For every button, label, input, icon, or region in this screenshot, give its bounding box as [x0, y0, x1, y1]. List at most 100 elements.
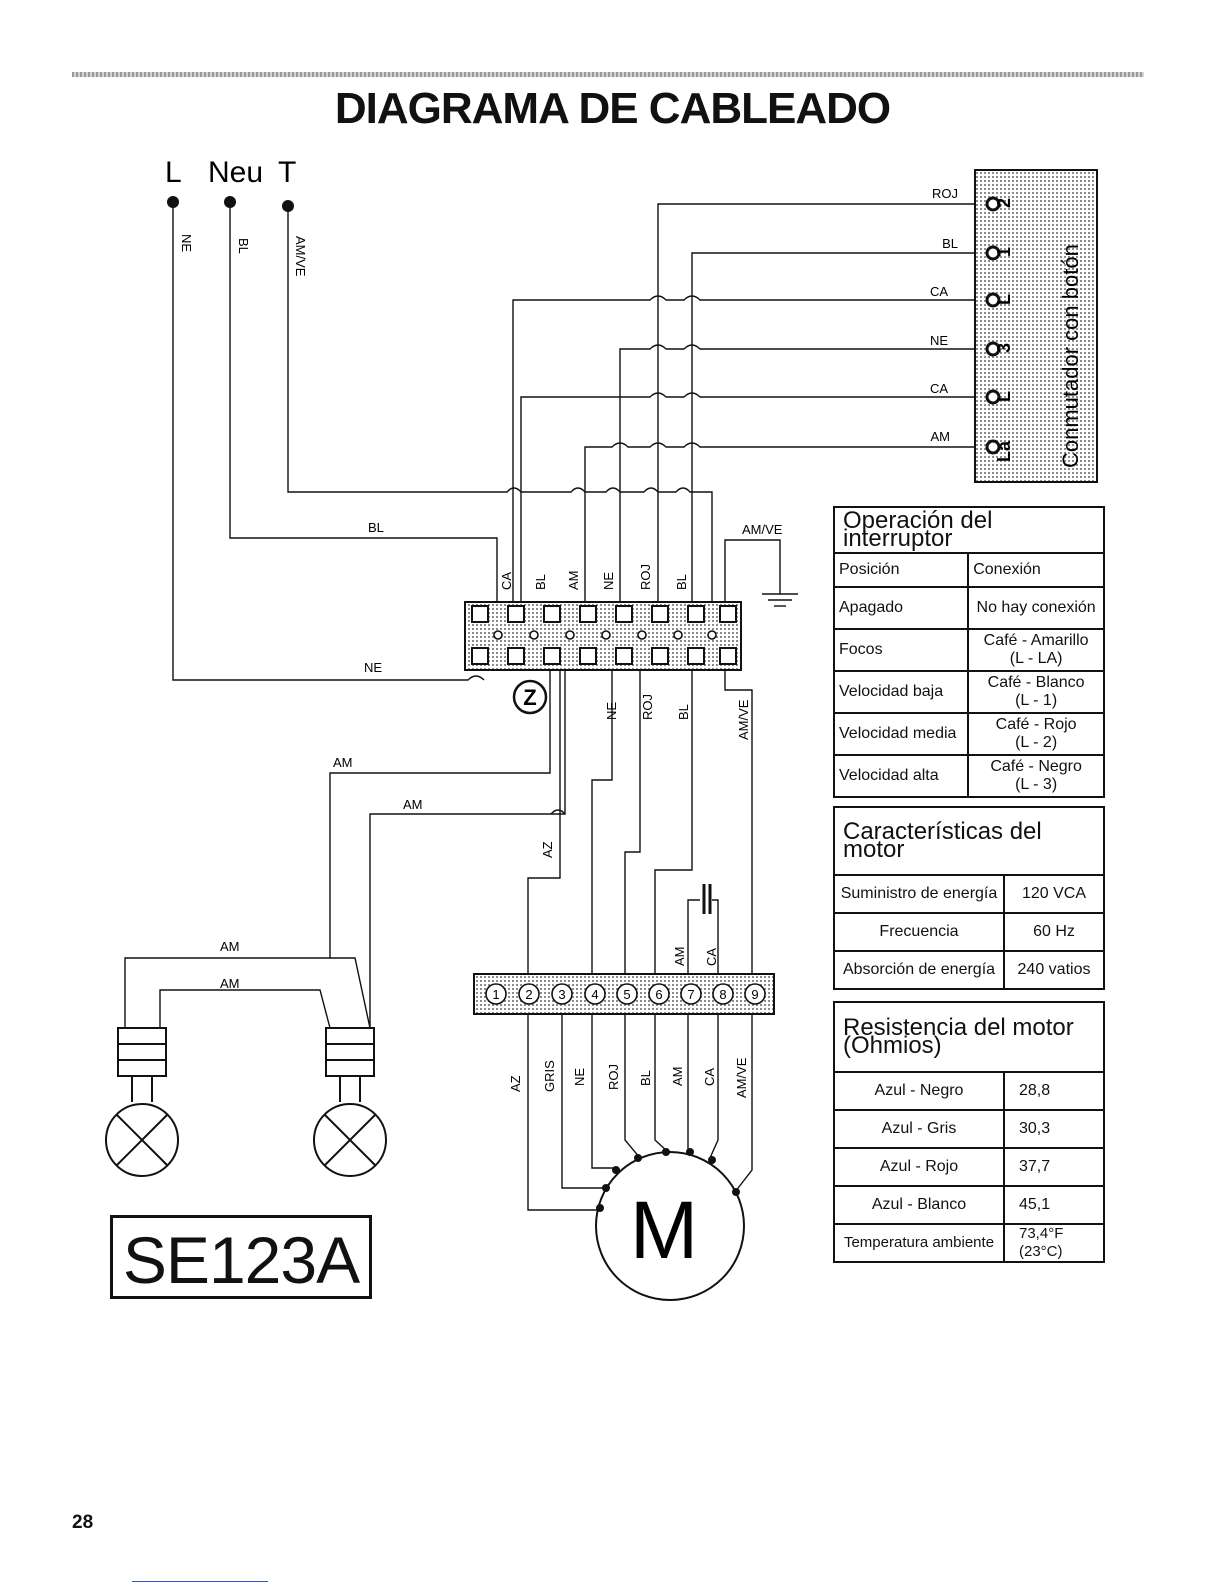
motor-wire-gris — [561, 1013, 605, 1189]
svg-text:NE: NE — [930, 333, 948, 348]
header-position: Posición — [832, 552, 970, 588]
svg-text:BL: BL — [236, 238, 251, 254]
svg-text:ROJ: ROJ — [638, 564, 653, 590]
svg-text:AM: AM — [333, 755, 353, 770]
svg-text:AM: AM — [931, 429, 951, 444]
wire-ground — [724, 539, 781, 608]
svg-text:AM: AM — [566, 571, 581, 591]
svg-text:AM: AM — [403, 797, 423, 812]
svg-text:AM: AM — [220, 939, 240, 954]
header-connection: Conexión — [967, 552, 1105, 588]
svg-text:3: 3 — [994, 343, 1014, 353]
push-button-switch: Conmutador con botón ROJ BL CA NE CA AM … — [930, 169, 1098, 483]
svg-text:NE: NE — [601, 572, 616, 590]
model-box: SE123A — [110, 1215, 372, 1299]
wire-bl-motor — [654, 670, 693, 988]
svg-text:AM/VE: AM/VE — [742, 522, 783, 537]
model-label: SE123A — [122, 1223, 360, 1297]
svg-text:6: 6 — [655, 987, 662, 1002]
motor-resistance-title: Resistencia del motor(Ohmios) — [833, 1001, 1105, 1073]
svg-text:GRIS: GRIS — [542, 1060, 557, 1092]
svg-text:AM: AM — [220, 976, 240, 991]
svg-text:Z: Z — [523, 685, 536, 710]
svg-text:9: 9 — [751, 987, 758, 1002]
block-top-labels: CA BL AM NE ROJ BL — [499, 564, 689, 590]
motor-wire-bl — [654, 1013, 669, 1153]
svg-text:ROJ: ROJ — [932, 186, 958, 201]
z-connector — [512, 679, 548, 715]
supply-terminal-neu: Neu — [208, 156, 263, 189]
motor-wire-ca — [709, 1013, 719, 1159]
motor-characteristics-title: Características del motor — [833, 806, 1105, 876]
wire-am-lamp1 — [124, 670, 551, 1028]
svg-text:BL: BL — [533, 574, 548, 590]
wire-switch-am — [584, 442, 985, 608]
supply-terminal-l: L — [165, 156, 182, 189]
svg-text:BL: BL — [674, 574, 689, 590]
supply-terminal-t: T — [278, 156, 296, 189]
motor-wire-amve — [734, 1013, 753, 1193]
svg-text:M: M — [630, 1185, 698, 1276]
page-title: DIAGRAMA DE CABLEADO — [334, 84, 891, 133]
svg-text:L: L — [994, 391, 1014, 402]
block-bottom-labels: NE ROJ BL AM/VE — [604, 694, 751, 740]
wire-cap-am — [687, 899, 700, 988]
svg-text:ROJ: ROJ — [640, 694, 655, 720]
svg-text:1: 1 — [994, 247, 1014, 257]
motor-wire-az — [527, 1013, 600, 1211]
svg-text:AM/VE: AM/VE — [736, 699, 751, 740]
svg-text:CA: CA — [702, 1068, 717, 1086]
svg-text:AM: AM — [672, 947, 687, 967]
switch-label: Conmutador con botón — [1058, 244, 1083, 468]
svg-text:La: La — [994, 440, 1014, 462]
svg-text:BL: BL — [942, 236, 958, 251]
svg-text:L: L — [994, 294, 1014, 305]
wire-az — [527, 670, 561, 988]
motor: M — [595, 1148, 745, 1301]
wire-l-ne — [172, 205, 485, 681]
svg-text:2: 2 — [525, 987, 532, 1002]
svg-text:NE: NE — [364, 660, 382, 675]
wire-switch-bl — [691, 252, 985, 608]
svg-text:AM/VE: AM/VE — [293, 236, 308, 277]
wire-t-amve — [287, 205, 713, 608]
svg-text:CA: CA — [499, 572, 514, 590]
svg-text:ROJ: ROJ — [606, 1064, 621, 1090]
svg-text:NE: NE — [604, 702, 619, 720]
motor-terminal-strip: 1 2 3 4 5 6 7 8 9 — [473, 973, 775, 1015]
terminal-block — [464, 601, 742, 671]
switch-operation-title: Operación del interruptor — [833, 506, 1105, 554]
motor-wire-roj — [624, 1013, 641, 1159]
svg-text:NE: NE — [572, 1068, 587, 1086]
wire-amve-motor — [724, 670, 753, 988]
svg-text:3: 3 — [558, 987, 565, 1002]
svg-text:AZ: AZ — [540, 841, 555, 858]
bottom-link-underline[interactable] — [132, 1581, 268, 1582]
svg-text:7: 7 — [687, 987, 694, 1002]
motor-wire-labels: AZ GRIS NE ROJ BL AM CA AM/VE — [508, 1057, 749, 1098]
wire-am-lamp2 — [369, 670, 566, 1028]
wire-cap-ca — [712, 899, 719, 988]
wire-switch-ca1 — [512, 295, 985, 608]
motor-wire-ne — [591, 1013, 615, 1169]
wire-ne-motor — [591, 670, 613, 988]
svg-text:BL: BL — [638, 1070, 653, 1086]
wire-am-lamp2b — [159, 989, 331, 1029]
svg-text:CA: CA — [930, 381, 948, 396]
svg-text:NE: NE — [179, 234, 194, 252]
svg-text:CA: CA — [930, 284, 948, 299]
svg-text:BL: BL — [368, 520, 384, 535]
wire-switch-ca2 — [520, 392, 985, 608]
page-number: 28 — [72, 1512, 94, 1533]
wire-switch-ne — [619, 344, 985, 608]
svg-text:BL: BL — [676, 704, 691, 720]
header-rule — [72, 72, 1144, 77]
svg-text:2: 2 — [994, 198, 1014, 208]
svg-text:5: 5 — [623, 987, 630, 1002]
svg-text:4: 4 — [591, 987, 598, 1002]
lamp-left — [105, 1027, 179, 1177]
switch-operation-table: Operación del interruptor Posición Conex… — [832, 506, 1105, 798]
wire-switch-roj — [657, 203, 985, 608]
supply-terminals: L Neu T NE BL AM/VE — [165, 156, 308, 277]
